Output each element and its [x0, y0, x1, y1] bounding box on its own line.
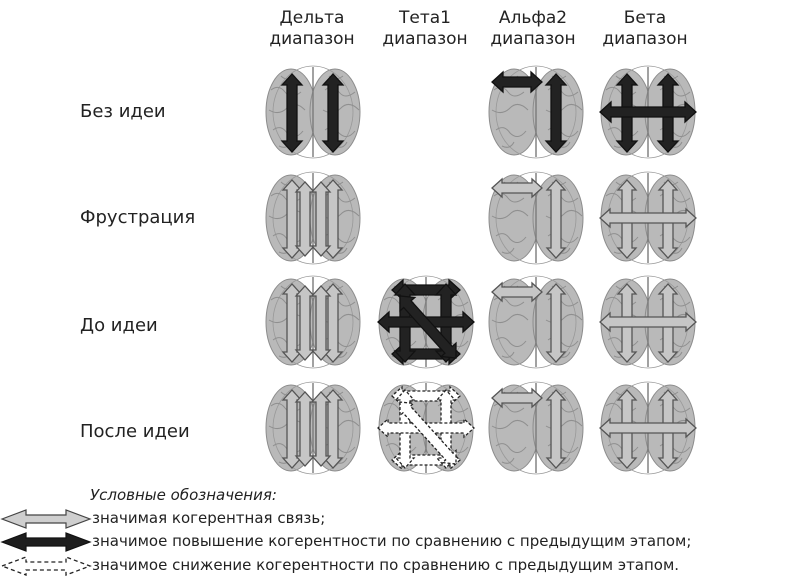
- legend-text: значимое повышение когерентности по срав…: [92, 532, 691, 550]
- black-arrow-icon: [0, 531, 92, 553]
- brain-cell-before-idea-theta1: [370, 272, 482, 372]
- brain-cell-after-idea-alpha2: [480, 378, 592, 478]
- dashed-arrow-icon: [0, 555, 92, 577]
- brain-cell-no-idea-beta: [592, 62, 704, 162]
- legend-text: значимое снижение когерентности по сравн…: [92, 556, 679, 574]
- column-header-alpha2: Альфа2 диапазон: [478, 8, 588, 50]
- column-header-line: Альфа2: [478, 8, 588, 29]
- row-label-before-idea: До идеи: [80, 315, 158, 336]
- brain-cell-no-idea-theta1: [370, 62, 482, 162]
- column-header-theta1: Тета1 диапазон: [370, 8, 480, 50]
- brain-cell-after-idea-delta: [257, 378, 369, 478]
- row-label-after-idea: После идеи: [80, 421, 190, 442]
- column-header-beta: Бета диапазон: [590, 8, 700, 50]
- column-header-line: диапазон: [257, 29, 367, 50]
- brain-cell-frustration-beta: [592, 168, 704, 268]
- brain-image: [266, 172, 360, 264]
- brain-cell-before-idea-delta: [257, 272, 369, 372]
- row-label-frustration: Фрустрация: [80, 207, 195, 228]
- brain-cell-no-idea-alpha2: [480, 62, 592, 162]
- column-header-line: диапазон: [590, 29, 700, 50]
- brain-cell-frustration-delta: [257, 168, 369, 268]
- brain-cell-after-idea-beta: [592, 378, 704, 478]
- brain-image: [266, 276, 360, 368]
- column-header-line: Бета: [590, 8, 700, 29]
- column-header-line: Дельта: [257, 8, 367, 29]
- column-header-line: диапазон: [370, 29, 480, 50]
- brain-cell-frustration-theta1: [370, 168, 482, 268]
- legend-title: Условные обозначения:: [90, 486, 277, 504]
- brain-image: [266, 382, 360, 474]
- column-header-line: Тета1: [370, 8, 480, 29]
- brain-cell-frustration-alpha2: [480, 168, 592, 268]
- column-header-delta: Дельта диапазон: [257, 8, 367, 50]
- row-label-no-idea: Без идеи: [80, 101, 166, 122]
- column-header-line: диапазон: [478, 29, 588, 50]
- grey-arrow-icon: [0, 508, 92, 530]
- legend-text: значимая когерентная связь;: [92, 509, 325, 527]
- brain-image: [266, 66, 360, 158]
- brain-cell-before-idea-beta: [592, 272, 704, 372]
- brain-cell-after-idea-theta1: [370, 378, 482, 478]
- brain-cell-no-idea-delta: [257, 62, 369, 162]
- brain-cell-before-idea-alpha2: [480, 272, 592, 372]
